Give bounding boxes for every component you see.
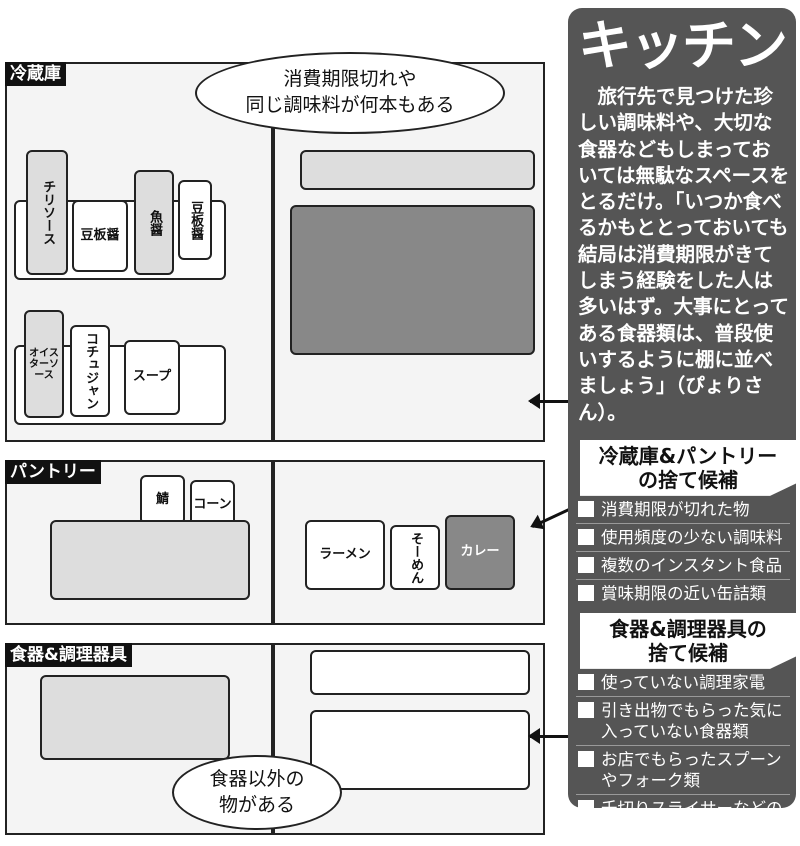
- bubble-line: 消費期限切れや: [283, 68, 417, 91]
- heading-line: の捨て候補: [638, 467, 738, 492]
- checklist-tableware: 使っていない調理家電 引き出物でもらった気に入っていない食器類 お店でもらったス…: [568, 669, 796, 843]
- checkbox[interactable]: [578, 528, 594, 545]
- bottle: コチュジャン: [70, 325, 110, 417]
- speech-bubble-tableware: 食器以外の 物がある: [172, 755, 342, 830]
- can: 鯖: [140, 475, 185, 525]
- vegetable-drawer-top: [300, 150, 535, 190]
- bubble-line: 同じ調味料が何本もある: [245, 94, 455, 116]
- arrow-left-icon: [528, 393, 578, 409]
- item-text: 賞味期限の近い缶詰類: [601, 583, 766, 603]
- bottle: オイスターソース: [24, 310, 64, 418]
- section-heading-tableware: 食器&調理器具の 捨て候補: [580, 612, 796, 669]
- arrow-left-icon: [528, 728, 578, 744]
- bottle: チリソース: [26, 150, 68, 275]
- sidebar-body: 旅行先で見つけた珍しい調味料や、大切な食器などもしまっておいては無駄なスペースを…: [578, 85, 790, 424]
- jar: スープ: [124, 340, 180, 415]
- jar: 豆板醤: [72, 200, 128, 272]
- checkbox[interactable]: [578, 799, 594, 816]
- sidebar-title: キッチン: [578, 14, 788, 77]
- heading-line: 冷蔵庫&パントリー: [598, 443, 778, 468]
- speech-bubble-fridge: 消費期限切れや 同じ調味料が何本もある: [195, 52, 505, 134]
- cans-pile: [50, 520, 250, 600]
- instant-noodle-pack: そーめん: [390, 525, 440, 590]
- pots-pile: [40, 675, 230, 760]
- vegetable-drawer-bottom: [290, 205, 535, 355]
- heading-line: 捨て候補: [648, 640, 728, 665]
- checkbox[interactable]: [578, 500, 594, 517]
- checklist-item[interactable]: 使っていない調理家電: [576, 669, 790, 697]
- heading-line: 食器&調理器具の: [609, 616, 767, 641]
- checkbox[interactable]: [578, 673, 594, 690]
- checklist-item[interactable]: 消費期限が切れた物: [576, 496, 790, 524]
- checklist-item[interactable]: お店でもらったスプーンやフォーク類: [576, 746, 790, 795]
- checklist-item[interactable]: 引き出物でもらった気に入っていない食器類: [576, 697, 790, 746]
- bottle: 魚醤: [134, 170, 174, 275]
- dish-stack: [310, 710, 530, 790]
- checklist-item[interactable]: 千切りスライサーなどの便利グッズ: [576, 795, 790, 843]
- tableware-label: 食器&調理器具: [5, 643, 132, 667]
- dish-stack: [310, 650, 530, 695]
- fridge-label: 冷蔵庫: [5, 62, 66, 86]
- pantry-label: パントリー: [5, 460, 101, 484]
- item-text: 千切りスライサーなどの便利グッズ: [601, 798, 783, 839]
- kitchen-sidebar: キッチン 旅行先で見つけた珍しい調味料や、大切な食器などもしまっておいては無駄な…: [568, 8, 796, 839]
- checklist-item[interactable]: 賞味期限の近い缶詰類: [576, 580, 790, 607]
- bubble-line: 食器以外の: [209, 767, 305, 790]
- checkbox[interactable]: [578, 750, 594, 767]
- bottle: 豆板醤: [178, 180, 212, 260]
- checklist-item[interactable]: 複数のインスタント食品: [576, 552, 790, 580]
- item-text: 使っていない調理家電: [601, 672, 766, 692]
- item-text: 複数のインスタント食品: [601, 555, 783, 575]
- item-text: お店でもらったスプーンやフォーク類: [601, 749, 782, 790]
- checkbox[interactable]: [578, 584, 594, 601]
- bubble-line: 物がある: [218, 793, 295, 816]
- item-text: 使用頻度の少ない調味料: [601, 527, 783, 547]
- checkbox[interactable]: [578, 701, 594, 718]
- curry-pack: カレー: [445, 515, 515, 590]
- item-text: 消費期限が切れた物: [601, 499, 750, 519]
- section-heading-fridge-pantry: 冷蔵庫&パントリー の捨て候補: [580, 439, 796, 496]
- checkbox[interactable]: [578, 556, 594, 573]
- item-text: 引き出物でもらった気に入っていない食器類: [601, 700, 783, 741]
- checklist-fridge-pantry: 消費期限が切れた物 使用頻度の少ない調味料 複数のインスタント食品 賞味期限の近…: [568, 496, 796, 607]
- instant-noodle-pack: ラーメン: [305, 520, 385, 590]
- checklist-item[interactable]: 使用頻度の少ない調味料: [576, 524, 790, 552]
